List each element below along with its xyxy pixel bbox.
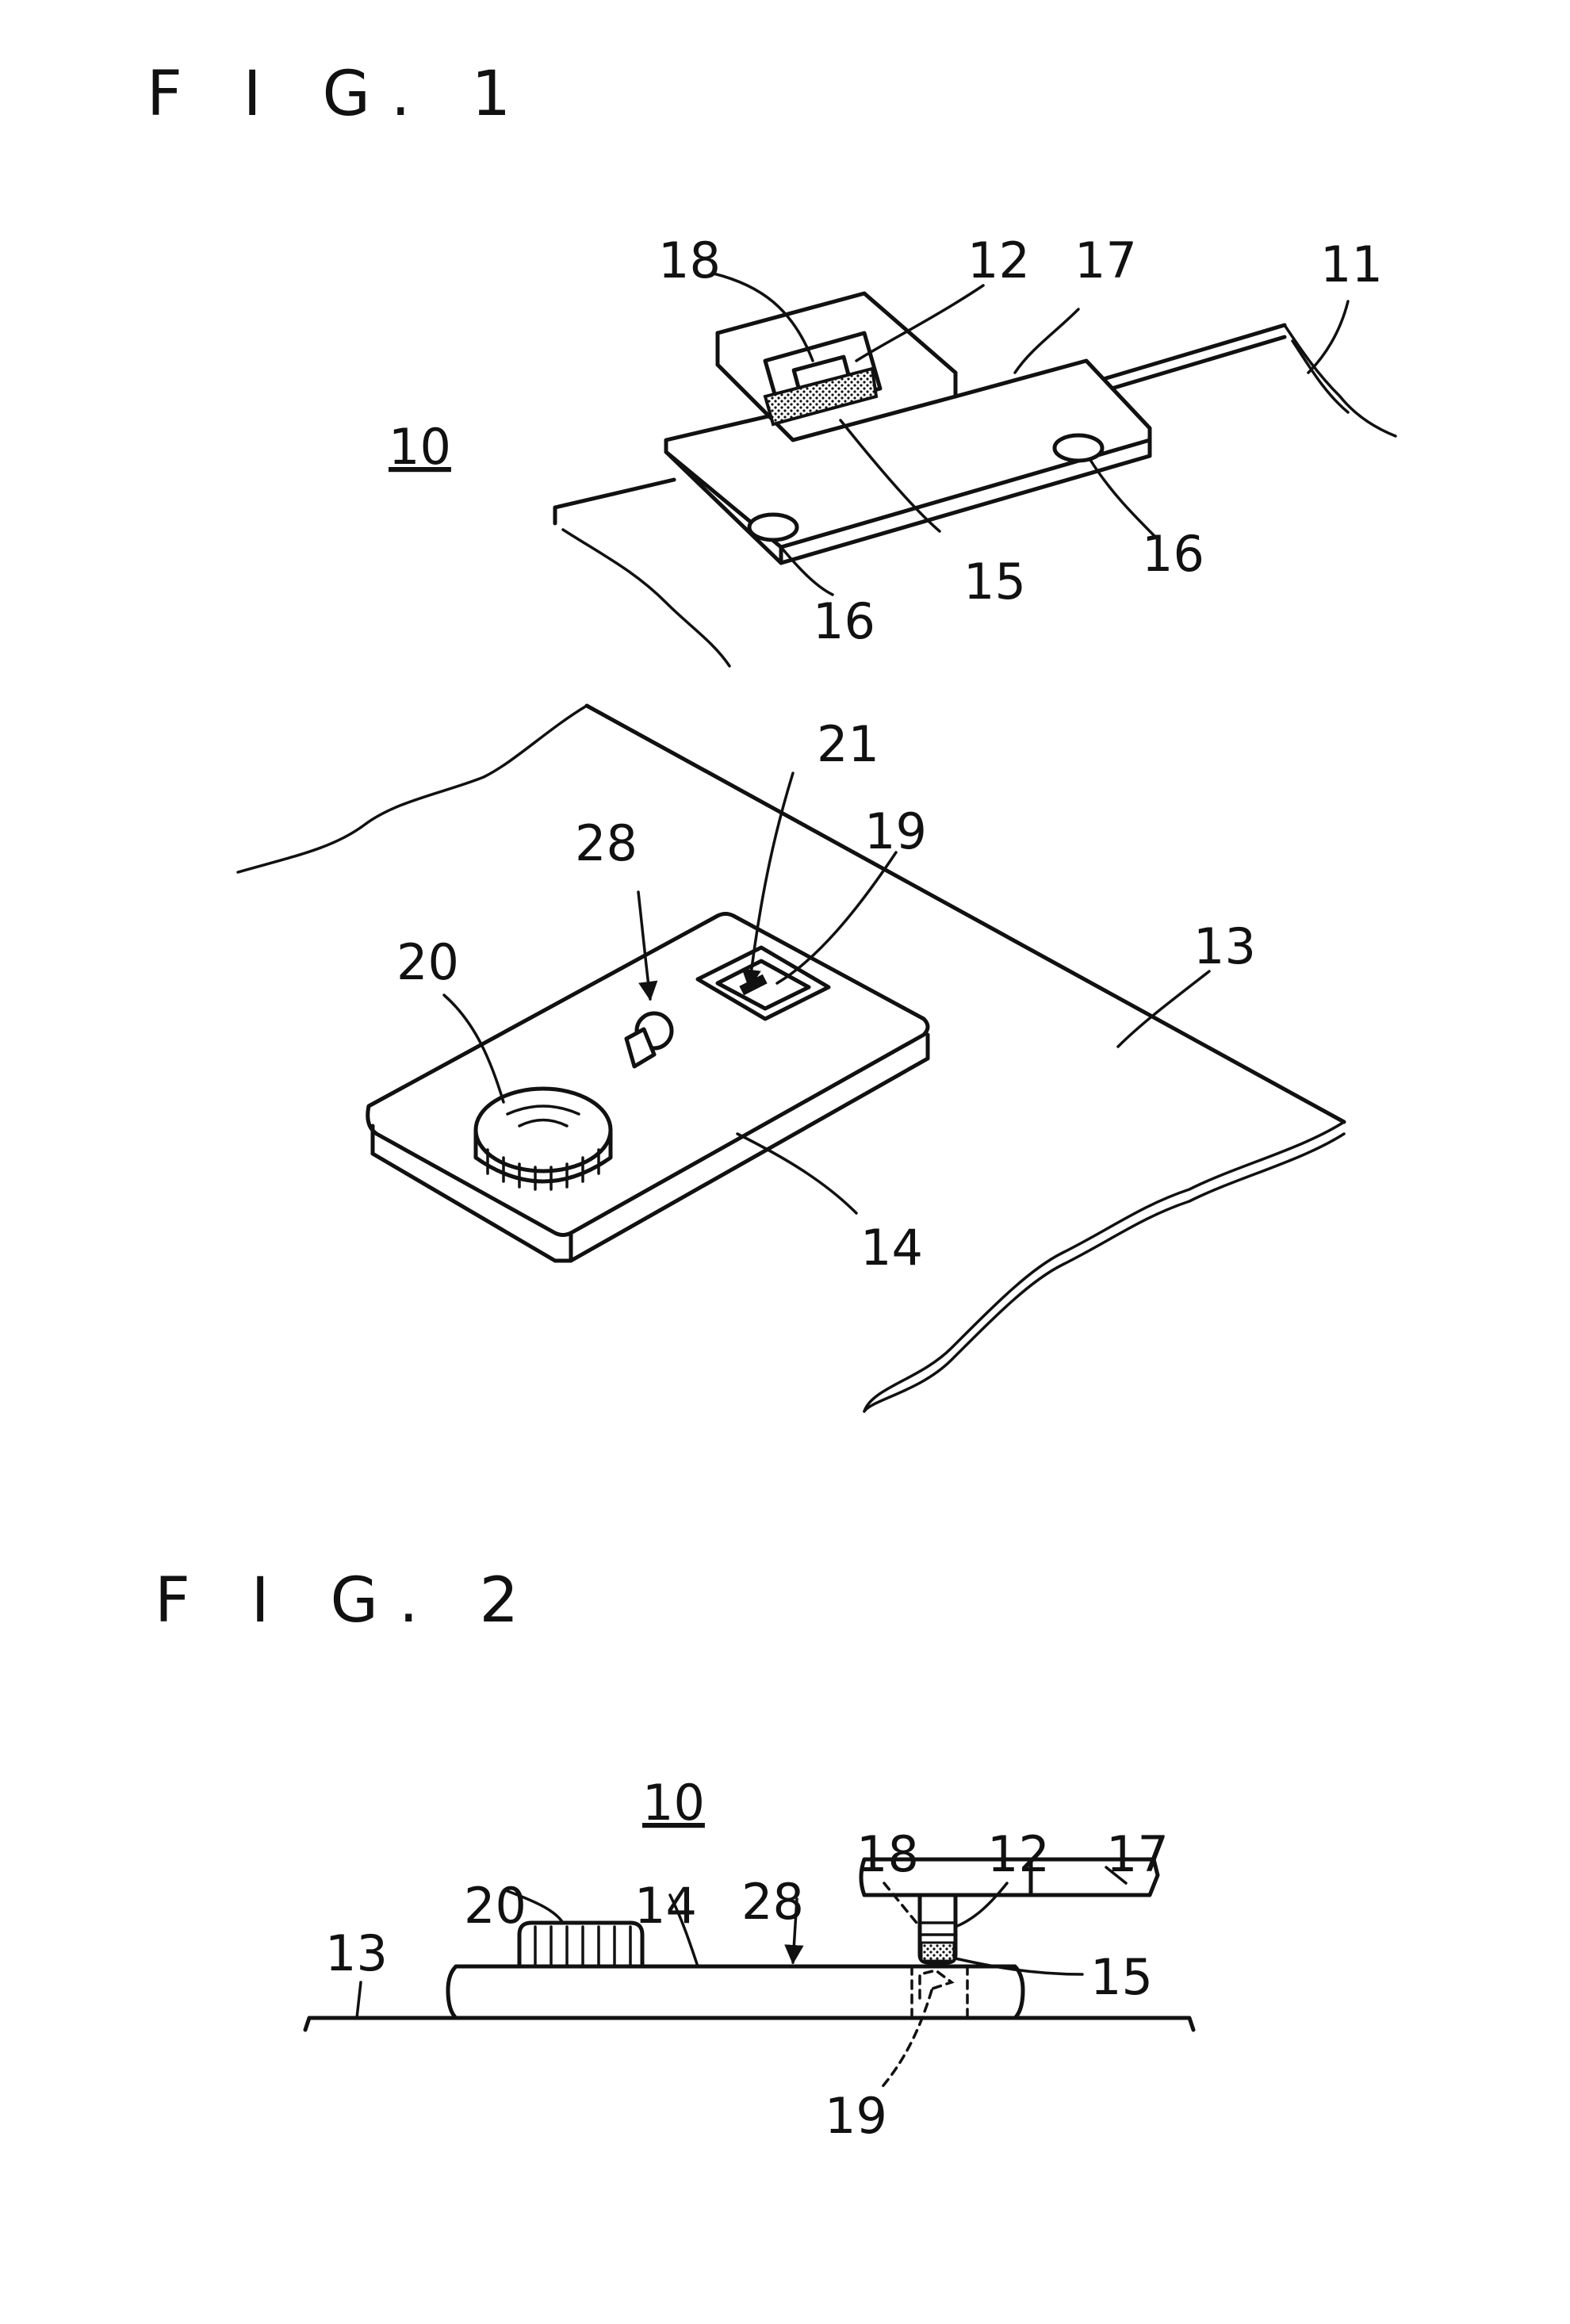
ref-12-fig2: 12 [987,1825,1050,1883]
ref-14-fig2: 14 [634,1877,697,1935]
ref-16a-fig1: 16 [1142,525,1204,583]
ref-10-fig1: 10 [389,418,451,476]
ref-17-fig1: 17 [1074,232,1137,289]
ref-28-fig1: 28 [575,814,638,872]
ref-18-fig2: 18 [856,1825,919,1883]
ref-15-fig1: 15 [963,553,1026,611]
ref-14-fig1: 14 [860,1219,923,1277]
figure-1-title: F I G. 1 [147,59,531,130]
ref-28-fig2: 28 [741,1873,804,1931]
ref-15-fig2: 15 [1090,1948,1153,2006]
ref-20-fig1: 20 [396,933,459,991]
ref-20-fig2: 20 [464,1877,527,1935]
ref-16b-fig1: 16 [813,592,875,650]
figure-2-title: F I G. 2 [155,1565,539,1637]
ref-19-fig1: 19 [864,802,927,860]
ref-12-fig1: 12 [967,232,1030,289]
ref-13-fig1: 13 [1193,917,1256,975]
figure-1: F I G. 1 10 [147,59,1396,1411]
ref-13-fig2: 13 [325,1924,388,1982]
ref-17-fig2: 17 [1106,1825,1169,1883]
ref-21-fig1: 21 [817,715,879,773]
ref-19-fig2: 19 [825,2087,887,2145]
ref-11-fig1: 11 [1320,235,1383,293]
ref-18-fig1: 18 [658,232,721,289]
ref-10-fig2: 10 [642,1774,705,1832]
figure-2: F I G. 2 10 13 20 14 28 18 12 17 [155,1565,1193,2145]
